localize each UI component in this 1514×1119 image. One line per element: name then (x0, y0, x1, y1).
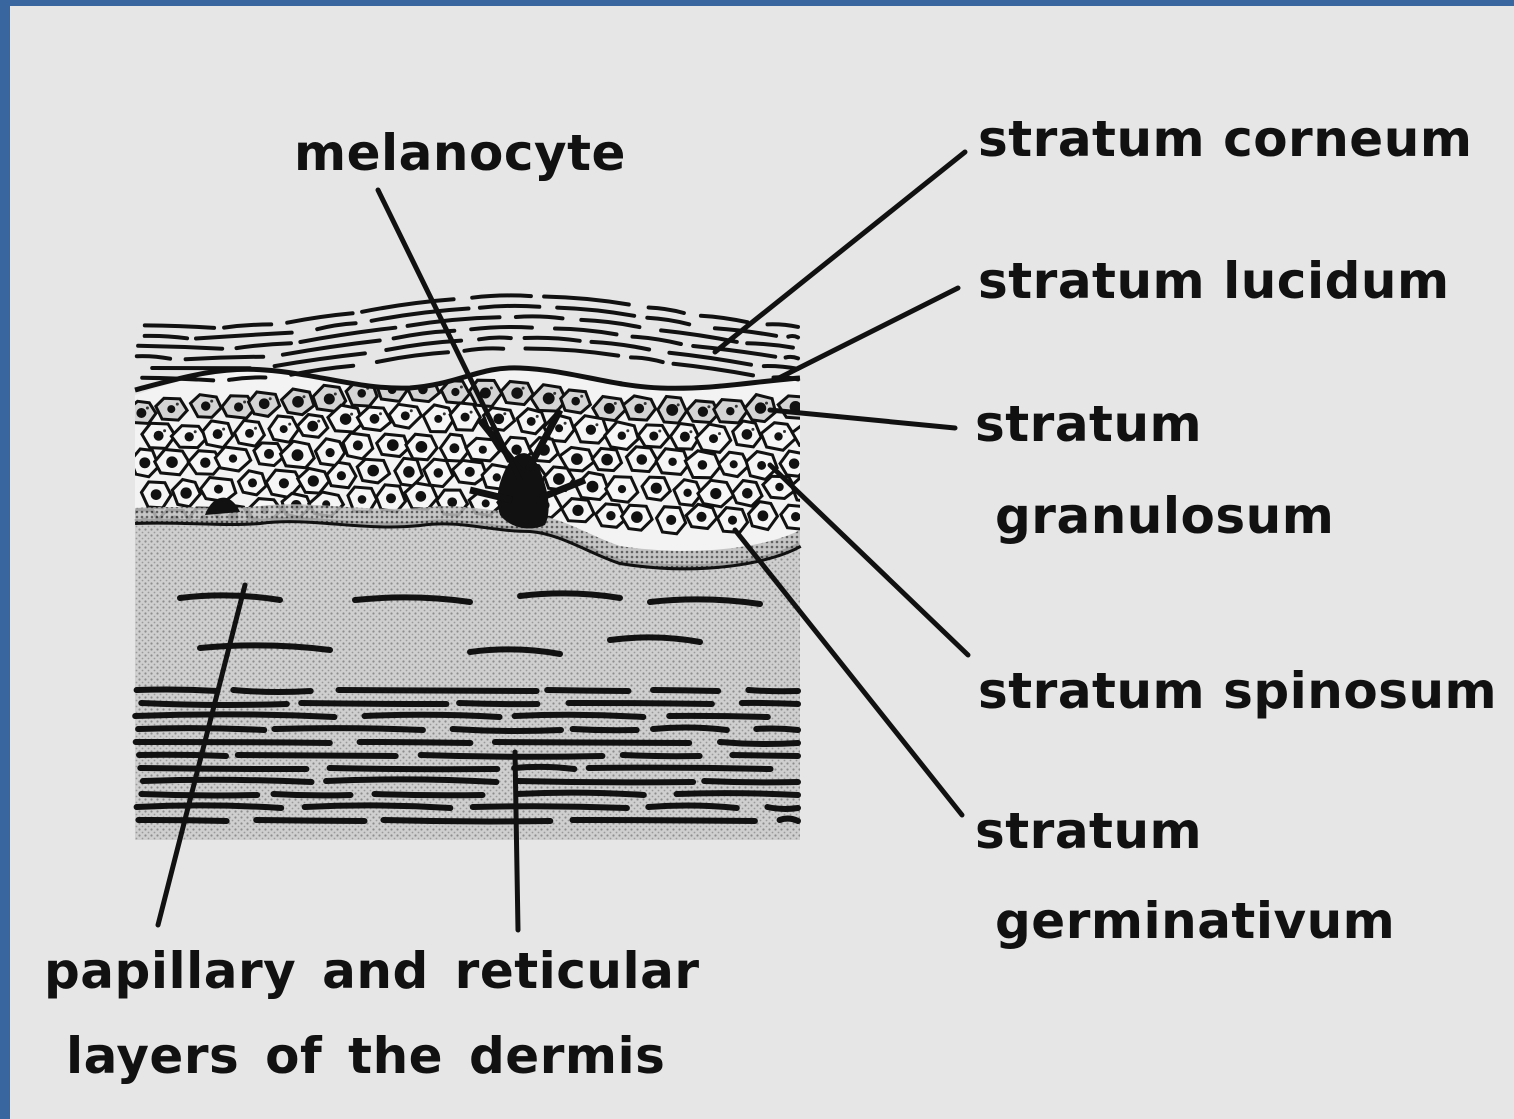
leader-reticular (515, 752, 518, 930)
label-stratum-corneum: stratum corneum (978, 114, 1472, 164)
label-stratum-germinativum-line2: germinativum (995, 896, 1395, 946)
diagram-panel: melanocyte stratum corneum stratum lucid… (10, 6, 1514, 1119)
label-dermis-line2: layers of the dermis (66, 1031, 665, 1081)
label-stratum-lucidum: stratum lucidum (978, 256, 1450, 306)
label-stratum-granulosum-line1: stratum (975, 399, 1202, 449)
leader-stratum-corneum (715, 152, 965, 352)
label-melanocyte: melanocyte (294, 128, 626, 178)
label-stratum-spinosum: stratum spinosum (978, 666, 1497, 716)
label-stratum-granulosum-line2: granulosum (995, 491, 1334, 541)
leader-stratum-lucidum (775, 288, 958, 380)
label-dermis-line1: papillary and reticular (44, 946, 700, 996)
label-stratum-germinativum-line1: stratum (975, 806, 1202, 856)
